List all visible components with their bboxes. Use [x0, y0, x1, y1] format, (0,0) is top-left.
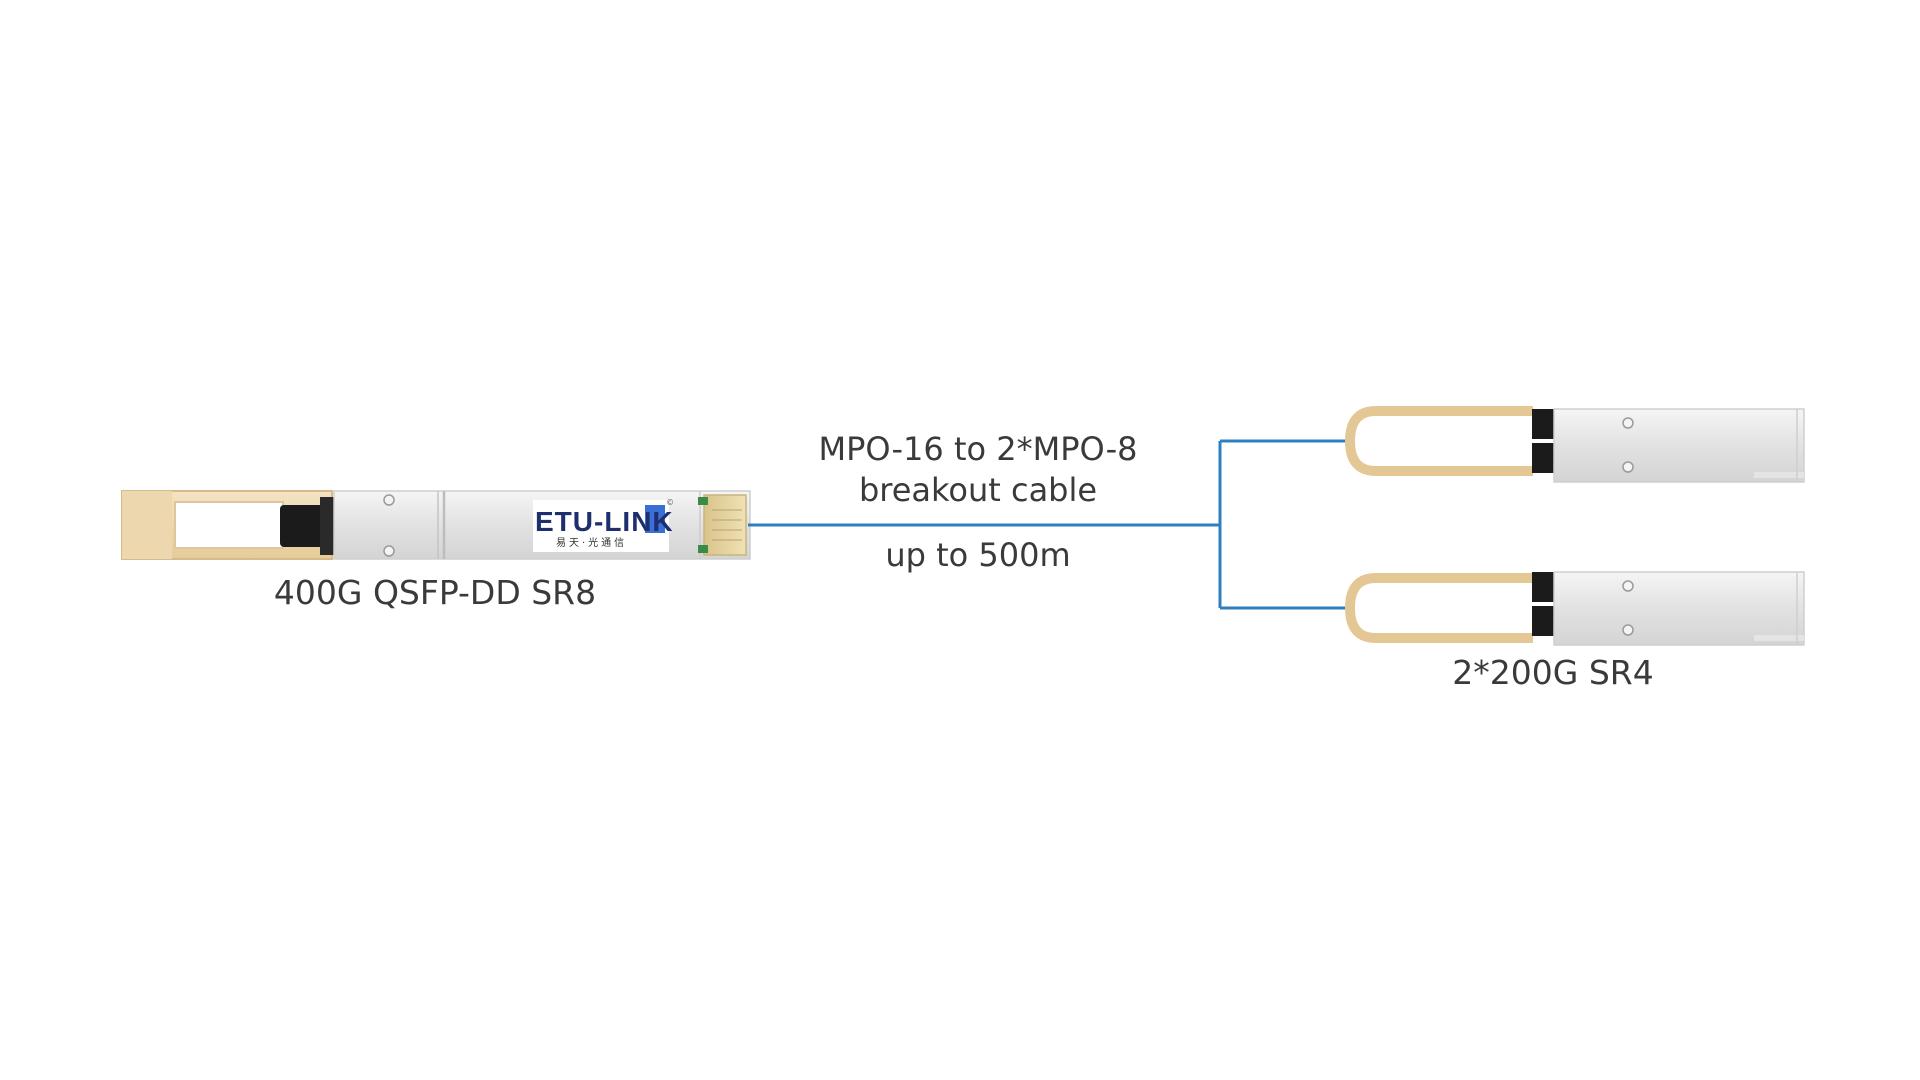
qsfp-dd-module: ETU-LINK 易天·光通信 ©: [121, 490, 751, 560]
pull-tab-bottom: [1344, 573, 1533, 643]
latch-bottom: [1532, 572, 1554, 636]
screw-icon: [383, 545, 395, 557]
latch-left: [280, 497, 334, 555]
qsfp-module-bottom: [1344, 571, 1805, 646]
left-module-label: 400G QSFP-DD SR8: [274, 573, 596, 612]
cable-label-line1: MPO-16 to 2*MPO-8: [819, 430, 1138, 468]
latch-top: [1532, 409, 1554, 473]
brand-name: ETU-LINK: [535, 506, 674, 537]
module-body-top: [1553, 408, 1805, 483]
brand-subtitle: 易天·光通信: [556, 536, 627, 549]
module-body-bottom: [1553, 571, 1805, 646]
screw-icon: [1622, 417, 1634, 429]
brand-mark: ©: [666, 498, 674, 507]
pull-tab-top: [1344, 406, 1533, 476]
screw-icon: [1622, 580, 1634, 592]
brand-logo: ETU-LINK 易天·光通信 ©: [533, 498, 674, 552]
cable-distance-label: up to 500m: [885, 536, 1070, 574]
right-modules-label: 2*200G SR4: [1452, 653, 1653, 692]
qsfp-module-top: [1344, 406, 1805, 483]
cable-label-line2: breakout cable: [859, 471, 1097, 509]
screw-icon: [1622, 624, 1634, 636]
connector-left: [698, 494, 747, 556]
breakout-cable: [748, 439, 1348, 610]
screw-icon: [1622, 461, 1634, 473]
screw-icon: [383, 494, 395, 506]
